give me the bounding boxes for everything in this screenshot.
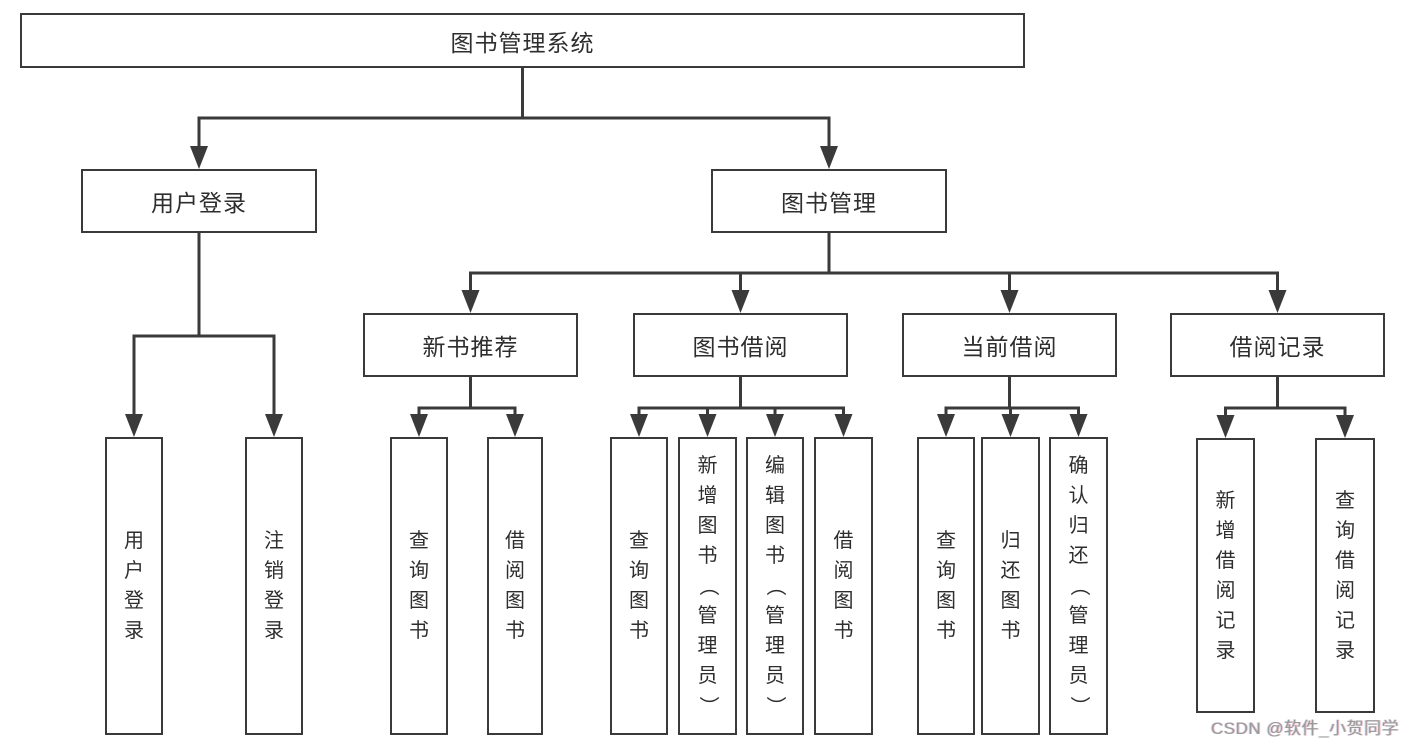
node-user-login: 用户登录 [81, 169, 317, 233]
node-borrow-records: 借阅记录 [1170, 313, 1385, 377]
node-leaf-borrow-book-1: 借阅图书 [487, 437, 543, 735]
node-leaf-add-record: 新增借阅记录 [1196, 438, 1255, 713]
node-leaf-confirm-return: 确认归还（管理员） [1049, 437, 1108, 735]
node-new-book-rec: 新书推荐 [363, 313, 578, 377]
node-leaf-add-book: 新增图书（管理员） [678, 437, 737, 735]
node-leaf-user-login: 用户登录 [105, 437, 163, 735]
node-leaf-logout: 注销登录 [245, 437, 303, 735]
node-leaf-query-book-3: 查询图书 [917, 437, 975, 735]
node-leaf-borrow-book-2: 借阅图书 [814, 437, 873, 735]
node-book-borrow: 图书借阅 [633, 313, 848, 377]
watermark: CSDN @软件_小贺同学 [1210, 719, 1399, 738]
node-leaf-return-book: 归还图书 [981, 437, 1040, 735]
node-leaf-query-record: 查询借阅记录 [1315, 438, 1375, 713]
node-leaf-query-book-1: 查询图书 [390, 437, 448, 735]
node-root: 图书管理系统 [20, 13, 1025, 68]
node-book-mgmt: 图书管理 [711, 169, 947, 233]
node-leaf-edit-book: 编辑图书（管理员） [746, 437, 804, 735]
node-current-borrow: 当前借阅 [902, 313, 1117, 377]
node-leaf-query-book-2: 查询图书 [610, 437, 668, 735]
